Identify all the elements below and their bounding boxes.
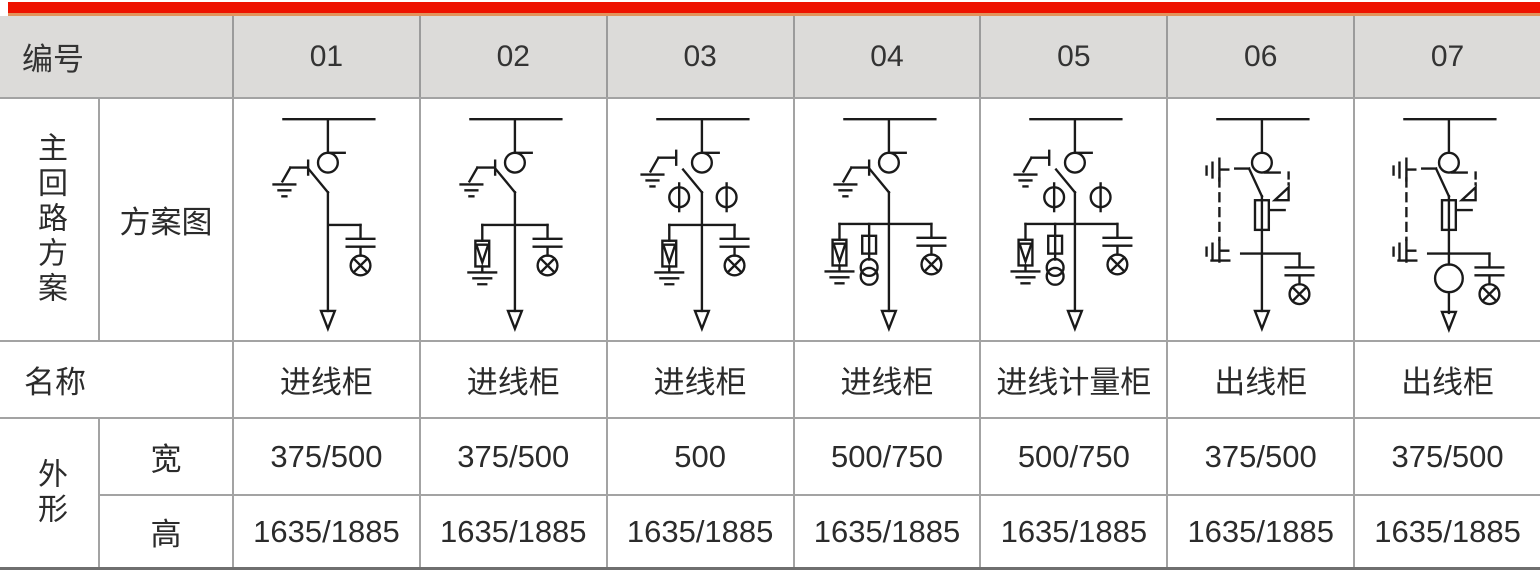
header-col-02: 02 xyxy=(418,16,606,97)
name-col-02: 进线柜 xyxy=(418,342,606,417)
header-col-05: 05 xyxy=(979,16,1166,97)
height-row-label: 高 xyxy=(98,494,232,567)
dimensions-group-label: 外形 xyxy=(0,419,98,567)
header-col-04: 04 xyxy=(792,16,980,97)
name-row-label: 名称 xyxy=(24,365,86,400)
width-col-01: 375/500 xyxy=(232,419,419,494)
scheme-diagram-cell-04 xyxy=(792,99,980,340)
width-row-label: 宽 xyxy=(98,419,232,494)
circuit-diagram-02-switch-surge-arrester-icon xyxy=(459,117,563,330)
name-col-03: 进线柜 xyxy=(605,342,793,417)
width-col-05: 500/750 xyxy=(979,419,1166,494)
height-col-01: 1635/1885 xyxy=(232,494,419,567)
scheme-table: 编号 01 02 03 04 05 06 07 主回路方案 方案图 xyxy=(0,16,1540,570)
width-col-02: 375/500 xyxy=(418,419,606,494)
scheme-diagram-cell-01 xyxy=(232,99,419,340)
name-row: 名称 进线柜 进线柜 进线柜 进线柜 进线计量柜 出线柜 出线柜 xyxy=(0,340,1540,417)
red-accent-bar xyxy=(8,2,1540,16)
circuit-diagram-04-switch-arrester-fuse-pt-icon xyxy=(824,117,947,330)
scheme-diagram-cell-02 xyxy=(418,99,606,340)
name-col-04: 进线柜 xyxy=(792,342,980,417)
height-col-03: 1635/1885 xyxy=(605,494,793,567)
circuit-diagram-05-metering-ct-arrester-fuse-pt-icon xyxy=(1010,117,1133,330)
scheme-diagram-cell-06 xyxy=(1166,99,1353,340)
circuit-diagram-07-fuse-switch-transformer-icon xyxy=(1392,117,1505,331)
header-number-label: 编号 xyxy=(22,42,84,77)
width-col-06: 375/500 xyxy=(1166,419,1353,494)
width-col-07: 375/500 xyxy=(1353,419,1540,494)
height-col-02: 1635/1885 xyxy=(418,494,606,567)
header-col-07: 07 xyxy=(1353,16,1540,97)
header-col-03: 03 xyxy=(605,16,793,97)
name-col-07: 出线柜 xyxy=(1353,342,1540,417)
header-row: 编号 01 02 03 04 05 06 07 xyxy=(0,16,1540,97)
header-col-01: 01 xyxy=(232,16,419,97)
name-col-01: 进线柜 xyxy=(232,342,419,417)
dimensions-rows: 外形 宽 375/500 375/500 500 500/750 500/750… xyxy=(0,417,1540,570)
circuit-diagram-06-fuse-switch-combination-icon xyxy=(1205,117,1315,330)
height-col-05: 1635/1885 xyxy=(979,494,1167,567)
name-col-06: 出线柜 xyxy=(1166,342,1353,417)
scheme-figure-label: 方案图 xyxy=(98,99,232,340)
width-col-03: 500 xyxy=(605,419,793,494)
main-circuit-scheme-text: 主回路方案 xyxy=(33,132,66,307)
circuit-diagram-01-incoming-load-break-switch-icon xyxy=(272,117,376,330)
header-col-06: 06 xyxy=(1166,16,1353,97)
dimensions-group-text: 外形 xyxy=(33,458,66,528)
name-col-05: 进线计量柜 xyxy=(979,342,1166,417)
width-col-04: 500/750 xyxy=(792,419,980,494)
scheme-diagram-cell-03 xyxy=(605,99,793,340)
scheme-diagram-cell-07 xyxy=(1353,99,1540,340)
circuit-diagram-03-switch-ct-arrester-icon xyxy=(640,117,750,330)
scheme-diagram-cell-05 xyxy=(979,99,1166,340)
height-col-07: 1635/1885 xyxy=(1353,494,1540,567)
main-circuit-scheme-label: 主回路方案 xyxy=(0,99,98,340)
scheme-diagram-row: 主回路方案 方案图 xyxy=(0,97,1540,340)
height-col-06: 1635/1885 xyxy=(1166,494,1354,567)
height-col-04: 1635/1885 xyxy=(792,494,980,567)
